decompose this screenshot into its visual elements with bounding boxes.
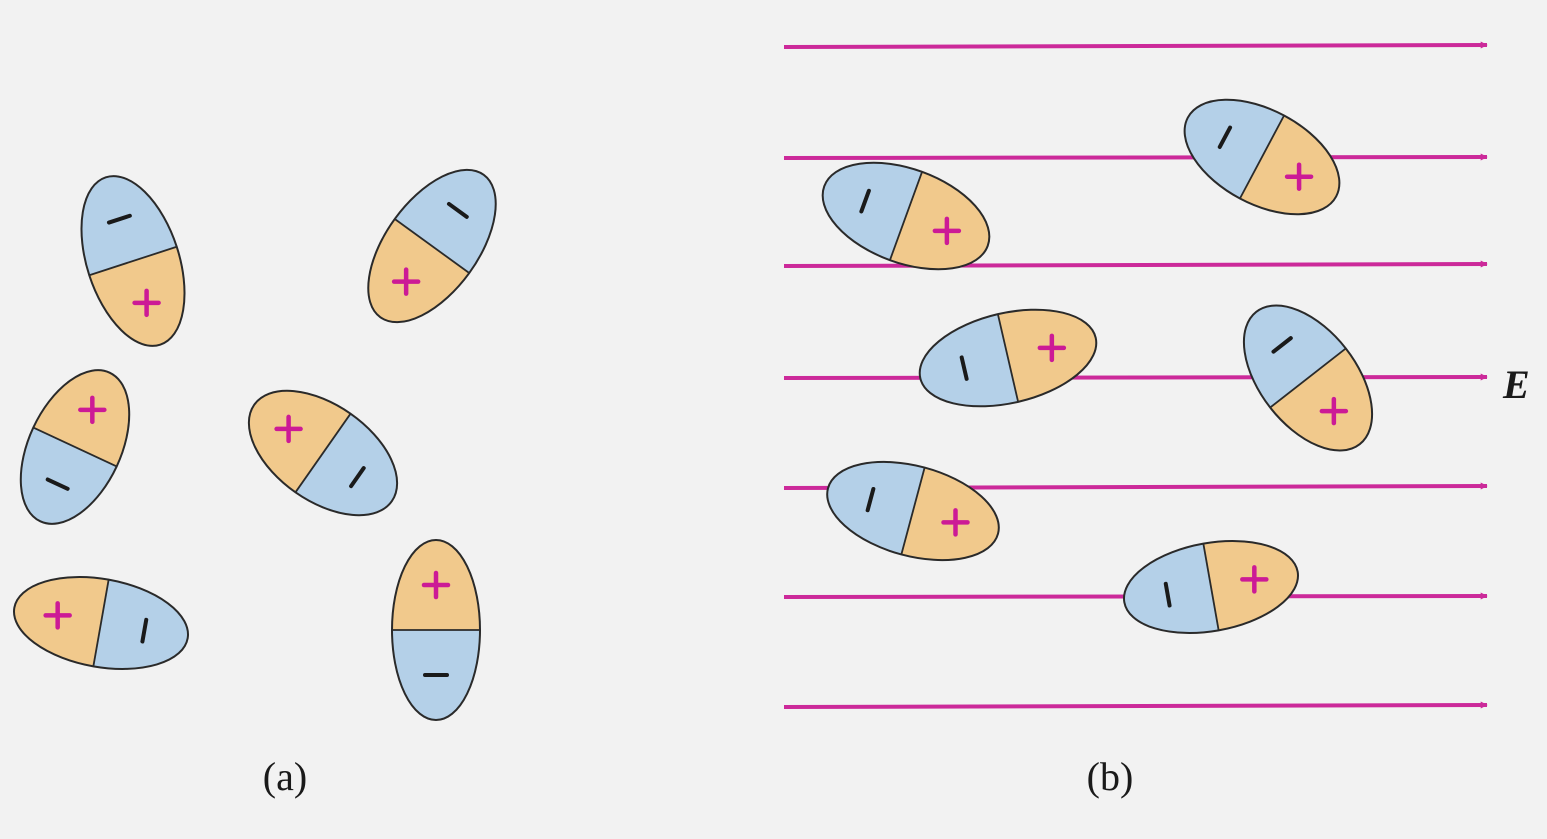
dipole-b-6 [1117,528,1306,645]
field-line-4 [784,377,1487,378]
dipole-a-1 [62,163,204,359]
panel-a-random-dipoles [0,148,521,720]
dipole-a-3 [0,353,151,541]
dipole-b-3 [910,294,1106,422]
panel-a-label: (a) [263,754,307,799]
field-line-1 [784,45,1487,47]
panel-b-aligned-dipoles [784,45,1487,707]
panel-b-label: (b) [1087,754,1134,799]
dipole-b-1 [1166,76,1358,238]
dipole-a-2 [343,148,521,344]
dipole-a-6 [392,540,480,720]
field-label-e: E [1502,362,1530,407]
field-line-3 [784,264,1487,266]
field-line-2 [784,157,1487,158]
dipole-a-5 [7,564,196,681]
dipole-b-5 [816,445,1009,577]
aligned-dipoles [808,76,1397,646]
dipole-a-4 [227,366,420,541]
field-line-7 [784,705,1487,707]
